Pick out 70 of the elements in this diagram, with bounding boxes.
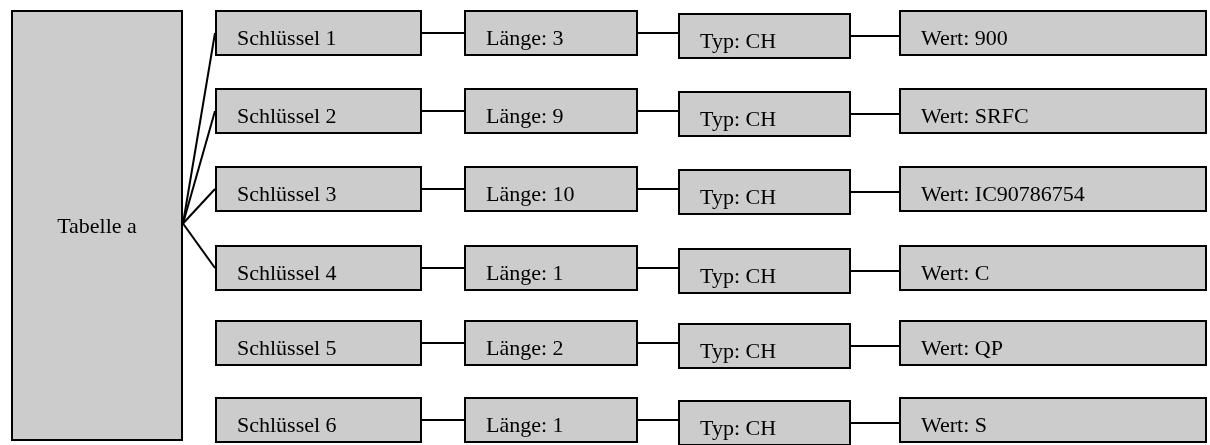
connector-line bbox=[850, 422, 900, 424]
box-label: Länge: 10 bbox=[486, 180, 575, 208]
field-box bbox=[215, 397, 422, 443]
box-label: Länge: 1 bbox=[486, 411, 564, 439]
field-box bbox=[899, 320, 1207, 366]
field-box bbox=[899, 88, 1207, 134]
field-box bbox=[678, 13, 851, 59]
box-label: Wert: S bbox=[921, 411, 988, 439]
field-box bbox=[899, 166, 1207, 212]
box-label: Typ: CH bbox=[700, 414, 777, 442]
box-label: Wert: SRFC bbox=[921, 102, 1029, 130]
box-label: Länge: 9 bbox=[486, 102, 564, 130]
box-label: Wert: 900 bbox=[921, 24, 1008, 52]
field-box bbox=[464, 245, 638, 291]
field-box bbox=[215, 245, 422, 291]
field-box bbox=[464, 10, 638, 56]
field-box bbox=[678, 400, 851, 445]
box-label: Länge: 3 bbox=[486, 24, 564, 52]
box-label: Wert: C bbox=[921, 259, 990, 287]
connector-line bbox=[421, 110, 465, 112]
field-box bbox=[899, 10, 1207, 56]
box-label: Wert: QP bbox=[921, 334, 1003, 362]
connector-line bbox=[421, 419, 465, 421]
field-box bbox=[678, 323, 851, 369]
connector-line bbox=[850, 113, 900, 115]
field-box bbox=[215, 10, 422, 56]
field-box bbox=[899, 397, 1207, 443]
box-label: Wert: IC90786754 bbox=[921, 180, 1085, 208]
box-label: Typ: CH bbox=[700, 337, 777, 365]
box-label: Typ: CH bbox=[700, 27, 777, 55]
connector-line bbox=[421, 342, 465, 344]
connector-line bbox=[850, 345, 900, 347]
box-label: Tabelle a bbox=[56, 211, 138, 240]
box-label: Länge: 1 bbox=[486, 259, 564, 287]
field-box bbox=[678, 169, 851, 215]
box-label: Schlüssel 3 bbox=[237, 180, 337, 208]
connector-line bbox=[850, 35, 900, 37]
box-label: Schlüssel 5 bbox=[237, 334, 337, 362]
connector-line bbox=[637, 419, 679, 421]
connector-line bbox=[182, 188, 216, 225]
connector-line bbox=[421, 188, 465, 190]
box-label: Typ: CH bbox=[700, 262, 777, 290]
connector-line bbox=[850, 270, 900, 272]
connector-line bbox=[182, 222, 216, 269]
connector-line bbox=[637, 188, 679, 190]
connector-line bbox=[421, 32, 465, 34]
table-box bbox=[11, 10, 183, 441]
connector-line bbox=[421, 267, 465, 269]
box-label: Länge: 2 bbox=[486, 334, 564, 362]
box-label: Schlüssel 4 bbox=[237, 259, 337, 287]
box-label: Typ: CH bbox=[700, 105, 777, 133]
field-box bbox=[678, 91, 851, 137]
field-box bbox=[464, 397, 638, 443]
box-label: Schlüssel 2 bbox=[237, 102, 337, 130]
box-label: Schlüssel 1 bbox=[237, 24, 337, 52]
box-label: Typ: CH bbox=[700, 183, 777, 211]
connector-line bbox=[637, 110, 679, 112]
field-box bbox=[215, 320, 422, 366]
connector-line bbox=[850, 191, 900, 193]
field-box bbox=[464, 320, 638, 366]
field-box bbox=[215, 88, 422, 134]
field-box bbox=[464, 166, 638, 212]
connector-line bbox=[637, 267, 679, 269]
connector-line bbox=[637, 342, 679, 344]
field-box bbox=[464, 88, 638, 134]
connector-line bbox=[637, 32, 679, 34]
box-label: Schlüssel 6 bbox=[237, 411, 337, 439]
field-box bbox=[215, 166, 422, 212]
field-box bbox=[899, 245, 1207, 291]
field-box bbox=[678, 248, 851, 294]
